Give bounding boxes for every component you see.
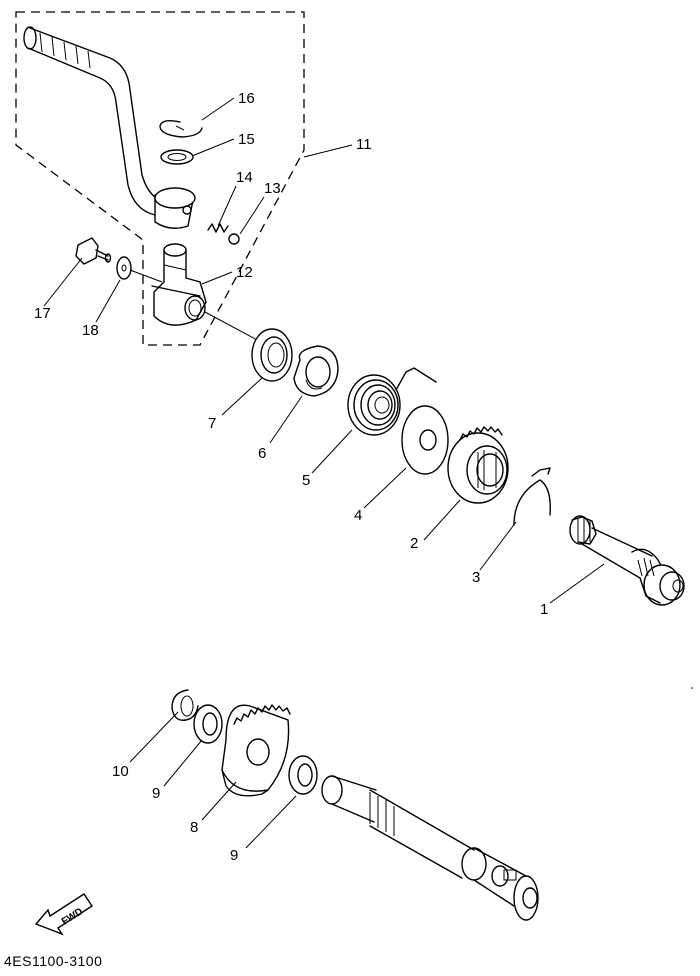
- shaft: [321, 775, 539, 921]
- bolt-17: [75, 237, 112, 265]
- callout-2: 2: [410, 535, 418, 552]
- kick-idle-gear-8: [221, 704, 291, 797]
- callout-15: 15: [238, 131, 255, 148]
- kick-crank-lever: [23, 26, 196, 229]
- drawing-code: 4ES1100-3100: [4, 953, 102, 969]
- callout-7: 7: [208, 415, 216, 432]
- callout-14: 14: [236, 169, 253, 186]
- callout-11: 11: [356, 136, 372, 153]
- kick-boss-12: [129, 243, 207, 326]
- clip-3: [513, 467, 551, 526]
- washer-4: [401, 405, 449, 475]
- washer-9-lower: [288, 755, 318, 795]
- spring-14: [207, 223, 229, 233]
- circlip-16: [159, 119, 203, 138]
- callout-1: 1: [540, 601, 548, 618]
- callout-13: 13: [264, 180, 281, 197]
- callout-12: 12: [236, 264, 253, 281]
- collar-6: [293, 345, 339, 397]
- callout-17: 17: [34, 305, 51, 322]
- kick-crank-group-outline: [15, 11, 305, 346]
- callout-16: 16: [238, 90, 255, 107]
- washer-9-upper: [193, 704, 223, 744]
- callout-9-upper: 9: [152, 785, 160, 802]
- callout-8: 8: [190, 819, 198, 836]
- oil-seal-7: [251, 328, 293, 382]
- washer-18: [116, 256, 132, 280]
- callout-6: 6: [258, 445, 266, 462]
- washer-15: [160, 149, 194, 165]
- leader-lines: [43, 97, 605, 849]
- callout-10: 10: [112, 763, 129, 780]
- callout-3: 3: [472, 569, 480, 586]
- ratchet-gear-2: [447, 426, 509, 504]
- fwd-arrow-icon: FWD: [34, 893, 93, 936]
- callout-9-lower: 9: [230, 847, 238, 864]
- ball-13: [228, 233, 240, 245]
- kick-axle-1: [569, 515, 685, 606]
- callout-18: 18: [82, 322, 99, 339]
- callout-4: 4: [354, 507, 362, 524]
- scan-speck: [691, 687, 693, 689]
- torsion-spring-5: [347, 367, 437, 436]
- callout-5: 5: [302, 472, 310, 489]
- circlip-10: [171, 689, 199, 721]
